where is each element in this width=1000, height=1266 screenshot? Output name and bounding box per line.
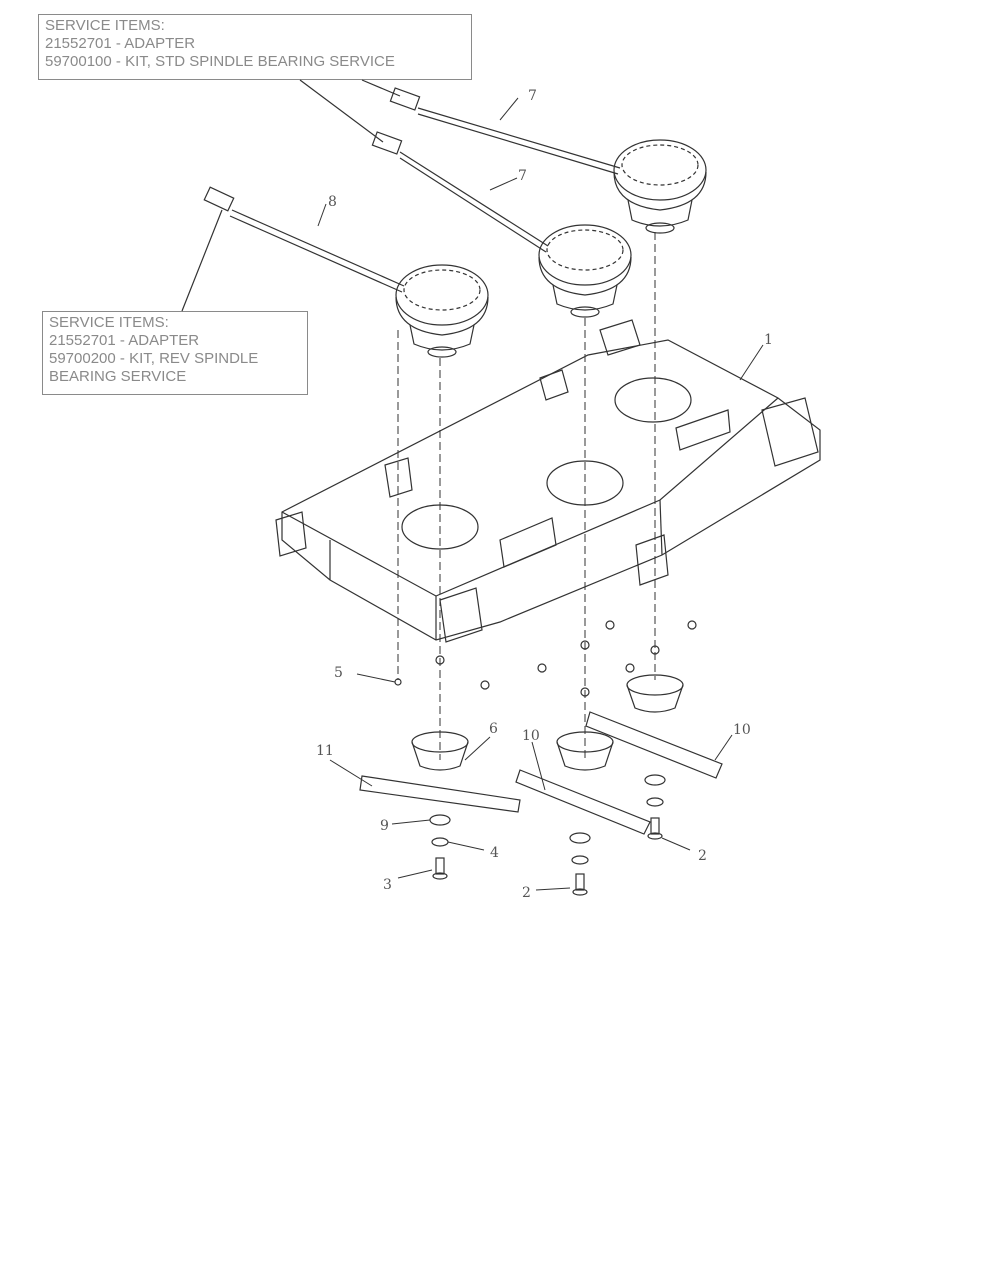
callout-9: 9 — [380, 818, 389, 834]
callout-5: 5 — [334, 665, 343, 681]
callout-7-middle: 7 — [518, 168, 527, 184]
blade-adapter-right — [626, 674, 684, 713]
service-item-adapter: 21552701 - ADAPTER — [49, 332, 200, 349]
callout-3: 3 — [383, 877, 392, 893]
blade-10-right — [585, 711, 723, 779]
callout-8: 8 — [328, 194, 337, 210]
callout-2-middle: 2 — [522, 885, 531, 901]
assembly-axis-lines — [397, 232, 656, 760]
service-item-std-kit: 59700100 - KIT, STD SPINDLE BEARING SERV… — [45, 53, 395, 70]
leader-rev-box-to-connector — [181, 209, 223, 312]
washers-and-bolts-left — [429, 814, 451, 880]
spindle-assembly-left — [395, 264, 489, 358]
washers-and-bolts-right — [644, 774, 666, 840]
blade-11-left — [359, 775, 521, 813]
callout-11: 11 — [316, 743, 334, 759]
service-item-adapter: 21552701 - ADAPTER — [45, 35, 196, 52]
blade-adapter-left — [411, 731, 469, 771]
leader-std-box-to-connector-b — [299, 79, 384, 143]
callout-10-middle: 10 — [522, 728, 540, 744]
washers-and-bolts-middle — [569, 832, 591, 896]
callout-leader-lines — [317, 97, 764, 891]
leader-std-box-to-connector-a — [361, 79, 401, 97]
callout-6: 6 — [489, 721, 498, 737]
blade-adapter-middle — [556, 731, 614, 771]
spindle-cable-7-middle — [371, 131, 549, 253]
spindle-assembly-right — [613, 139, 707, 234]
service-items-heading: SERVICE ITEMS: — [49, 314, 169, 331]
spindle-cable-7-upper — [389, 87, 621, 175]
callout-1: 1 — [764, 332, 773, 348]
spindle-assembly-middle — [538, 224, 632, 318]
hardware-nuts — [394, 620, 697, 697]
service-item-rev-kit-continued: BEARING SERVICE — [49, 368, 187, 385]
service-items-heading: SERVICE ITEMS: — [45, 17, 165, 34]
mower-deck-housing — [275, 319, 821, 643]
callout-2-right: 2 — [698, 848, 707, 864]
callout-7-upper: 7 — [528, 88, 537, 104]
service-items-box-std-spindle: SERVICE ITEMS: 21552701 - ADAPTER 597001… — [38, 14, 472, 80]
service-item-rev-kit: 59700200 - KIT, REV SPINDLE — [49, 350, 259, 367]
callout-4: 4 — [490, 845, 499, 861]
callout-10-right: 10 — [733, 722, 751, 738]
spindle-cable-8 — [203, 186, 405, 293]
blade-10-middle — [515, 769, 651, 835]
service-items-box-rev-spindle: SERVICE ITEMS: 21552701 - ADAPTER 597002… — [42, 311, 308, 395]
